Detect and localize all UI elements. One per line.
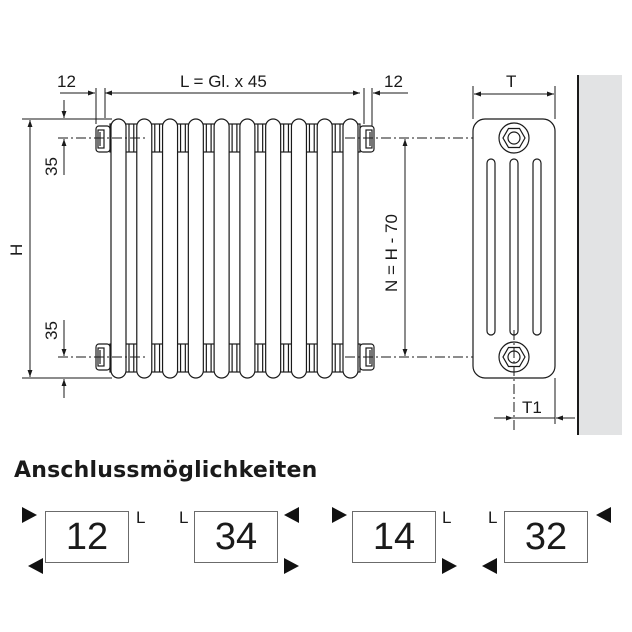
l-marker: L [442, 508, 452, 527]
outflow-arrow-icon [284, 558, 299, 574]
radiator-column [342, 118, 359, 379]
left-top-connector [95, 125, 111, 153]
right-top-connector [359, 125, 375, 153]
connection-option-12: 12 L [22, 505, 162, 581]
radiator-column [290, 118, 308, 379]
front-view [22, 88, 535, 398]
connection-distance-label: N = H - 70 [382, 214, 401, 292]
depth-label: T [506, 72, 516, 91]
outflow-arrow-icon [28, 558, 43, 574]
height-label: H [7, 244, 26, 256]
radiator-column [213, 118, 230, 379]
connection-code: 32 [504, 511, 588, 563]
l-marker: L [488, 508, 498, 527]
wall-distance-label: T1 [522, 398, 542, 417]
connection-code: 14 [352, 511, 436, 563]
connection-options-heading: Anschlussmöglichkeiten [14, 458, 318, 483]
width-dimension [60, 88, 408, 126]
width-label: L = Gl. x 45 [180, 72, 267, 91]
side-body [472, 118, 556, 379]
radiator-column [161, 118, 179, 379]
connection-option-32: L 32 [482, 505, 622, 581]
wall [577, 75, 622, 435]
inflow-arrow-icon [22, 507, 37, 523]
radiator-column [316, 118, 333, 379]
radiator-technical-drawing: 12 L = Gl. x 45 12 H 35 35 N = H - 70 [7, 72, 622, 435]
connection-code: 34 [194, 511, 278, 563]
inflow-arrow-icon [596, 507, 611, 523]
l-marker: L [179, 508, 189, 527]
top-offset-label: 35 [42, 157, 61, 176]
outflow-arrow-icon [482, 558, 497, 574]
bottom-offset-label: 35 [42, 321, 61, 340]
radiator-columns [109, 118, 361, 379]
inflow-arrow-icon [332, 507, 347, 523]
outflow-arrow-icon [442, 558, 457, 574]
top-connection-nut [498, 122, 530, 154]
radiator-column [239, 118, 256, 379]
radiator-column [136, 118, 153, 379]
radiator-column [110, 118, 127, 379]
radiator-column [265, 118, 282, 379]
l-marker: L [136, 508, 146, 527]
connection-option-14: 14 L [332, 505, 472, 581]
side-view [472, 86, 575, 432]
inflow-arrow-icon [284, 507, 299, 523]
height-dimension [22, 118, 112, 379]
left-offset-label: 12 [57, 72, 76, 91]
connection-option-34: L 34 [176, 505, 316, 581]
connection-code: 12 [45, 511, 129, 563]
right-offset-label: 12 [384, 72, 403, 91]
radiator-column [187, 118, 204, 379]
